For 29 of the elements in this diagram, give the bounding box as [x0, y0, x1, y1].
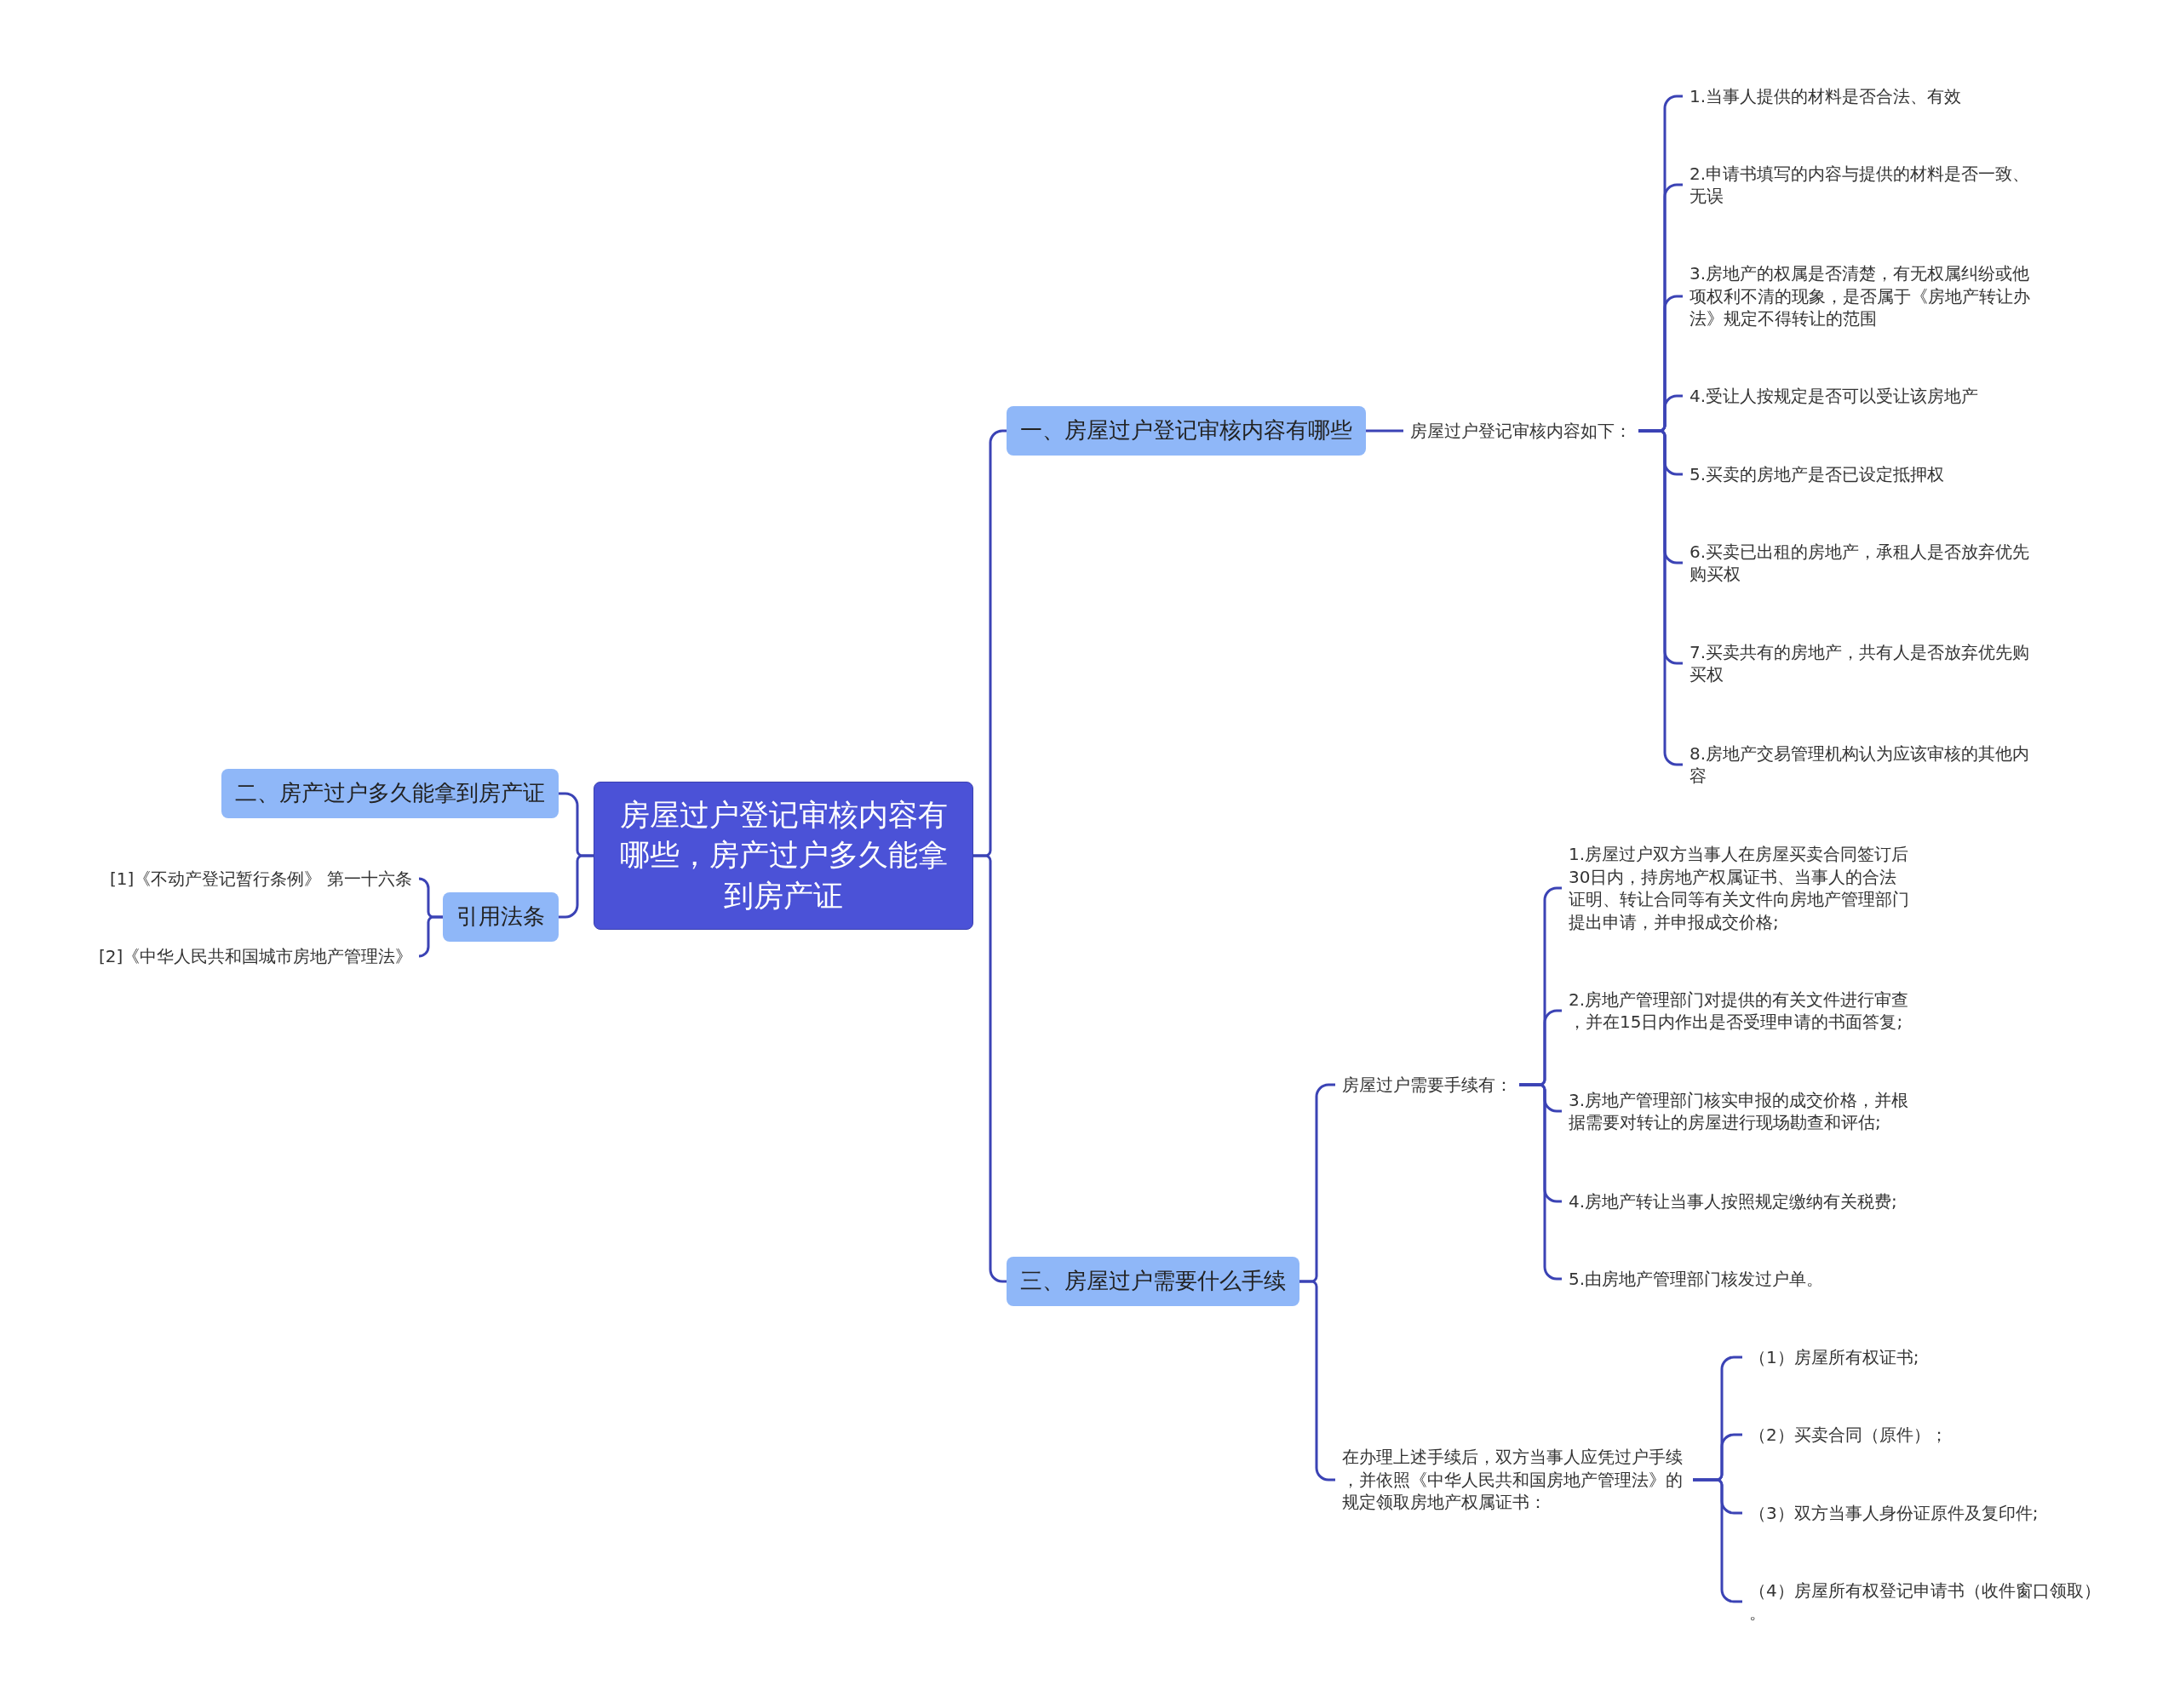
subtopic-text: 房屋过户需要手续有： [1342, 1073, 1512, 1097]
subtopic-text: （3）双方当事人身份证原件及复印件; [1749, 1501, 2103, 1525]
subtopic-text: [2]《中华人民共和国城市房地产管理法》 [99, 944, 413, 968]
subtopic-text: 2.房地产管理部门对提供的有关文件进行审查，并在15日内作出是否受理申请的书面答复; [1569, 988, 1913, 1034]
central-topic: 房屋过户登记审核内容有哪些，房产过户多久能拿到房产证 [594, 782, 973, 930]
branch-topic: 引用法条 [443, 892, 559, 942]
connector-line [417, 915, 443, 958]
subtopic-text: 4.受让人按规定是否可以受让该房地产 [1690, 384, 2034, 408]
subtopic-text: 3.房地产管理部门核实申报的成交价格，并根据需要对转让的房屋进行现场勘查和评估; [1569, 1088, 1913, 1134]
subtopic-text: 3.房地产的权属是否清楚，有无权属纠纷或他项权利不清的现象，是否属于《房地产转让办法》规定不得转让的范围 [1690, 262, 2034, 330]
branch-topic: 三、房屋过户需要什么手续 [1007, 1257, 1299, 1306]
branch-topic: 一、房屋过户登记审核内容有哪些 [1007, 406, 1366, 456]
subtopic-text: 房屋过户登记审核内容如下： [1410, 419, 1632, 443]
subtopic-text: 2.申请书填写的内容与提供的材料是否一致、无误 [1690, 162, 2034, 208]
subtopic-text: 在办理上述手续后，双方当事人应凭过户手续，并依照《中华人民共和国房地产管理法》的规定领取房地产权属证书： [1342, 1446, 1686, 1514]
subtopic-text: 8.房地产交易管理机构认为应该审核的其他内容 [1690, 742, 2034, 788]
subtopic-text: 1.房屋过户双方当事人在房屋买卖合同签订后30日内，持房地产权属证书、当事人的合法证明、转让合同等有关文件向房地产管理部门提出申请，并申报成交价格; [1569, 843, 1913, 934]
subtopic-text: 5.买卖的房地产是否已设定抵押权 [1690, 462, 2034, 486]
subtopic-text: 1.当事人提供的材料是否合法、有效 [1690, 84, 2034, 108]
subtopic-text: （1）房屋所有权证书; [1749, 1345, 2103, 1369]
subtopic-text: [1]《不动产登记暂行条例》 第一十六条 [110, 867, 412, 891]
subtopic-text: 6.买卖已出租的房地产，承租人是否放弃优先购买权 [1690, 540, 2034, 586]
connector-line [1366, 429, 1403, 433]
branch-topic: 二、房产过户多久能拿到房产证 [221, 769, 559, 818]
subtopic-text: 5.由房地产管理部门核发过户单。 [1569, 1267, 1913, 1291]
subtopic-text: 7.买卖共有的房地产，共有人是否放弃优先购买权 [1690, 640, 2034, 686]
subtopic-text: （2）买卖合同（原件）； [1749, 1423, 2103, 1447]
subtopic-text: 4.房地产转让当事人按照规定缴纳有关税费; [1569, 1189, 1913, 1213]
subtopic-text: （4）房屋所有权登记申请书（收件窗口领取）。 [1749, 1579, 2103, 1625]
